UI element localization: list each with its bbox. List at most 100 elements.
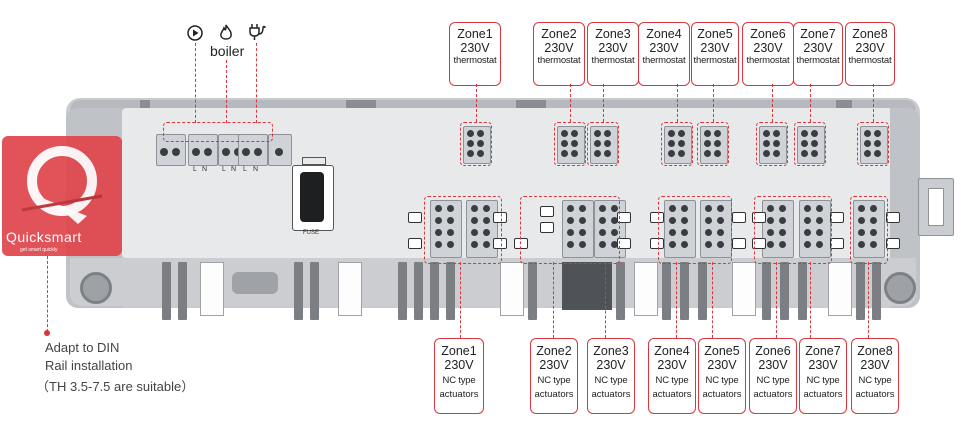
terminal-screw — [779, 217, 786, 224]
zone-voltage: 230V — [860, 358, 890, 373]
terminal-screw — [811, 140, 818, 147]
zone-leader — [677, 84, 678, 122]
terminal-screw — [567, 229, 574, 236]
brand-tagline: get smart quickly — [20, 247, 58, 253]
terminal-screw — [561, 140, 568, 147]
vent-slot — [662, 262, 671, 320]
terminal-screw — [567, 241, 574, 248]
status-led — [732, 238, 746, 249]
zone-leader — [772, 84, 773, 122]
zone-leader — [570, 84, 571, 122]
terminal-screw — [435, 229, 442, 236]
terminal-screw — [567, 205, 574, 212]
thermostat-terminal-outline — [794, 122, 826, 166]
cable-slot — [828, 262, 852, 316]
terminal-screw — [599, 229, 606, 236]
terminal-screw — [705, 229, 712, 236]
terminal-screw — [669, 217, 676, 224]
play-circle-icon — [187, 25, 203, 41]
terminal-screw — [599, 241, 606, 248]
vent-slot — [528, 262, 537, 320]
status-led — [493, 212, 507, 223]
terminal-screw — [681, 229, 688, 236]
terminal-screw — [811, 130, 818, 137]
zone-name: Zone3 — [595, 27, 631, 41]
zone-device: thermostat — [453, 54, 497, 66]
terminal-screw — [467, 150, 474, 157]
terminal-screw — [816, 229, 823, 236]
vent-slot — [398, 262, 407, 320]
cable-slot — [500, 262, 524, 316]
zone-leader — [712, 262, 713, 338]
terminal-screw — [467, 140, 474, 147]
zone-voltage: 230V — [596, 358, 626, 373]
terminal-n-label: N — [202, 166, 208, 173]
zone-voltage: 230V — [657, 358, 687, 373]
terminal-screw — [804, 241, 811, 248]
terminal-screw — [874, 140, 881, 147]
terminal-screw — [668, 150, 675, 157]
terminal-screw — [864, 150, 871, 157]
zone-leader — [868, 262, 869, 338]
terminal-screw — [801, 150, 808, 157]
terminal-screw — [669, 205, 676, 212]
zone-name: Zone8 — [857, 344, 893, 358]
terminal-n-label: N — [231, 166, 237, 173]
terminal-screw — [717, 241, 724, 248]
cable-slot — [338, 262, 362, 316]
terminal-screw — [804, 205, 811, 212]
vent-slot — [310, 262, 319, 320]
terminal-screw — [816, 205, 823, 212]
terminal-screw — [471, 217, 478, 224]
terminal-screw — [705, 205, 712, 212]
zone-device: thermostat — [848, 54, 892, 66]
zone-name: Zone4 — [646, 27, 682, 41]
zone-name: Zone2 — [541, 27, 577, 41]
terminal-screw — [483, 229, 490, 236]
status-led — [732, 212, 746, 223]
terminal-screw — [864, 140, 871, 147]
zone-type: NC type — [594, 374, 628, 386]
status-led — [886, 212, 900, 223]
zone-name: Zone7 — [805, 344, 841, 358]
terminal-screw — [222, 148, 230, 156]
terminal-screw — [678, 150, 685, 157]
vent-slot — [178, 262, 187, 320]
zone-name: Zone2 — [536, 344, 572, 358]
zone-voltage: 230V — [758, 358, 788, 373]
actuator-terminal-outline — [850, 196, 888, 264]
actuator-terminal-outline — [754, 196, 832, 264]
zone-device: thermostat — [642, 54, 686, 66]
terminal-screw — [704, 150, 711, 157]
housing-notch — [346, 100, 376, 108]
actuator-terminal-outline — [424, 196, 502, 264]
terminal-screw — [604, 130, 611, 137]
zone-device: actuators — [855, 388, 895, 400]
terminal-screw — [779, 205, 786, 212]
terminal-screw — [571, 130, 578, 137]
zone-name: Zone8 — [852, 27, 888, 41]
plug-icon — [248, 22, 266, 42]
zone-device: actuators — [753, 388, 793, 400]
zone-device: thermostat — [746, 54, 790, 66]
terminal-screw — [870, 241, 877, 248]
cable-slot — [634, 262, 658, 316]
terminal-screw — [763, 130, 770, 137]
terminal-screw — [858, 205, 865, 212]
status-led — [540, 222, 554, 233]
zone-voltage: 230V — [700, 41, 730, 56]
vent-slot — [698, 262, 707, 320]
terminal-screw — [447, 205, 454, 212]
fuse-label: FUSE — [303, 230, 320, 236]
terminal-screw — [714, 130, 721, 137]
zone-voltage: 230V — [753, 41, 783, 56]
terminal-screw — [705, 241, 712, 248]
vent-slot — [780, 262, 789, 320]
terminal-screw — [483, 205, 490, 212]
terminal-screw — [678, 130, 685, 137]
thermostat-terminal-outline — [554, 122, 586, 166]
